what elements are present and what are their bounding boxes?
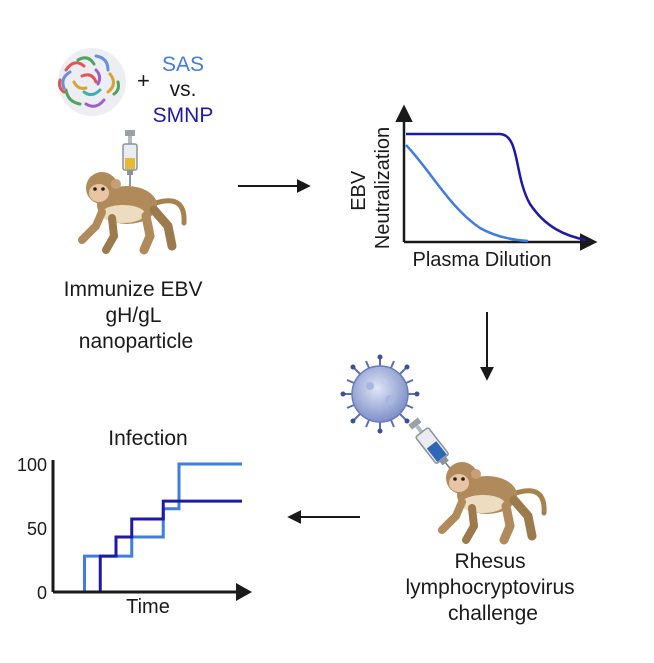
sas-label: SAS: [162, 53, 204, 76]
challenge-caption-line-3: challenge: [448, 602, 538, 625]
sas-neutralization-curve: [405, 144, 529, 243]
neutralization-y-label: EBV Neutralization: [348, 127, 394, 249]
immunize-caption-line-3: nanoparticle: [79, 330, 193, 353]
neutralization-y-label-line-1: EBV: [348, 170, 370, 211]
neutralization-x-label: Plasma Dilution: [413, 249, 552, 271]
neutralization-y-label-line-2: Neutralization: [372, 127, 394, 249]
challenge-caption-line-2: lymphocryptovirus: [405, 576, 574, 599]
infection-y-tick-label-0: 0: [37, 583, 47, 603]
immunize-caption: Immunize EBV gH/gL nanoparticle: [64, 278, 209, 353]
challenged-monkey-icon: [438, 462, 547, 545]
infection-y-tick-label-1: 50: [27, 519, 47, 539]
infection-chart: Infection 0 50 100 Time: [17, 427, 252, 618]
challenge-syringe-icon: [408, 417, 455, 474]
challenge-caption: Rhesus lymphocryptovirus challenge: [405, 550, 580, 625]
monkey-icon: [78, 172, 187, 255]
smnp-neutralization-curve: [406, 132, 587, 242]
infection-series-line-1: [53, 499, 242, 594]
infection-series-line-0: [53, 462, 242, 594]
neutralization-plot: EBV Neutralization Plasma Dilution: [348, 104, 598, 271]
infection-y-ticks: 0 50 100: [17, 455, 47, 603]
plus-sign: +: [137, 68, 150, 93]
syringe-icon: [122, 130, 138, 186]
immunize-caption-line-1: Immunize EBV: [64, 278, 203, 301]
versus-label: vs.: [170, 78, 197, 101]
challenge-caption-line-1: Rhesus: [454, 550, 525, 573]
infection-x-axis-arrowhead: [236, 583, 252, 601]
nanoparticle-icon: [58, 48, 126, 116]
infection-y-tick-label-2: 100: [17, 455, 47, 475]
infection-x-label: Time: [126, 596, 170, 618]
smnp-label: SMNP: [153, 104, 214, 127]
virus-icon: [340, 354, 420, 434]
immunize-caption-line-2: gH/gL: [105, 304, 160, 327]
infection-series-group: [53, 462, 242, 594]
infection-chart-title: Infection: [108, 427, 187, 450]
